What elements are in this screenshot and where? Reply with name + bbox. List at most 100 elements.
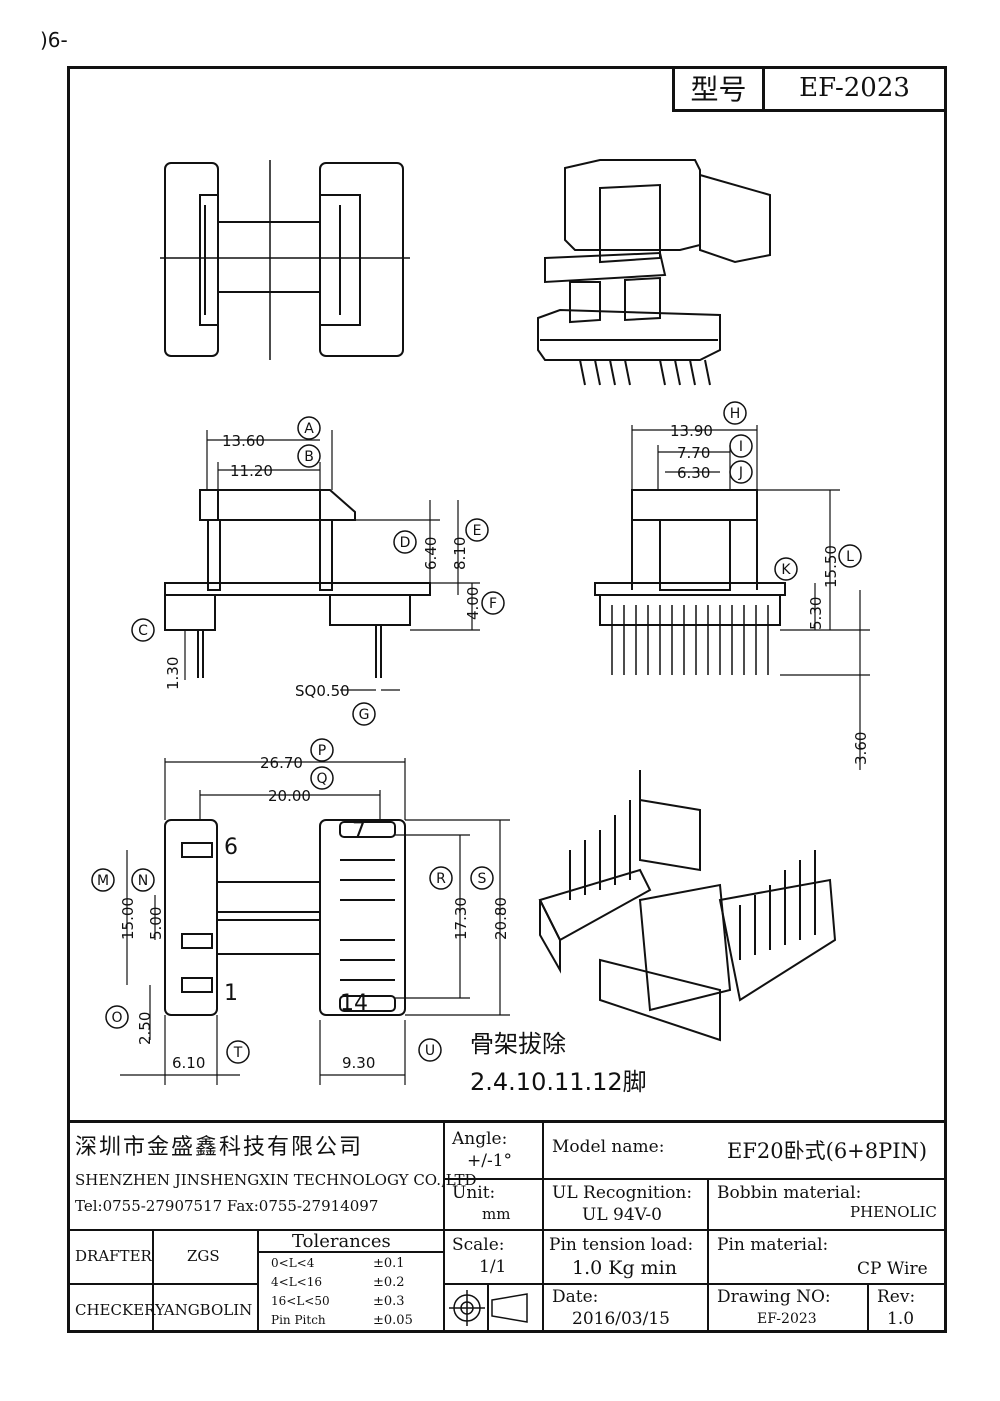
callout-circle-g	[352, 702, 376, 726]
callout-u: U	[425, 1043, 435, 1059]
dim-f-value: 4.00	[464, 587, 482, 620]
company-name-en: SHENZHEN JINSHENGXIN TECHNOLOGY CO.,LTD	[75, 1171, 477, 1189]
dim-bottom-value: 3.60	[852, 732, 870, 765]
callout-circle-i	[729, 434, 753, 458]
callout-circle-p	[310, 738, 334, 762]
date-value: 2016/03/15	[572, 1309, 670, 1329]
model-label: 型号	[675, 66, 765, 109]
callout-s: S	[478, 871, 487, 887]
dim-c-value: 1.30	[164, 657, 182, 690]
dim-d-value: 6.40	[422, 537, 440, 570]
dim-r-value: 17.30	[452, 897, 470, 940]
model-name-value: EF20卧式(6+8PIN)	[727, 1139, 928, 1163]
dim-l-value: 15.50	[822, 545, 840, 588]
rev-label: Rev:	[877, 1287, 916, 1307]
callout-circle-u	[418, 1038, 442, 1062]
callout-circle-m	[91, 868, 115, 892]
title-block: 深圳市金盛鑫科技有限公司 SHENZHEN JINSHENGXIN TECHNO…	[67, 1120, 947, 1333]
callout-l: L	[846, 549, 854, 565]
drafter-value: ZGS	[187, 1247, 220, 1265]
tol-value-3: ±0.05	[373, 1313, 413, 1328]
tol-value-1: ±0.2	[373, 1275, 405, 1290]
callout-b: B	[304, 449, 314, 465]
pin-label-14: 14	[340, 991, 368, 1016]
projection-symbol-icon	[449, 1290, 528, 1326]
angle-label: Angle:	[452, 1129, 508, 1149]
tol-range-1: 4<L<16	[271, 1275, 322, 1289]
dim-p-value: 26.70	[260, 754, 303, 772]
callout-k: K	[781, 562, 791, 578]
isometric-view-top	[537, 159, 771, 386]
dim-m-value: 15.00	[119, 897, 137, 940]
tolerances-title: Tolerances	[292, 1231, 391, 1252]
callout-q: Q	[316, 771, 327, 787]
drawing-no-value: EF-2023	[757, 1311, 817, 1327]
callout-circle-j	[729, 460, 753, 484]
callout-d: D	[400, 535, 411, 551]
callout-t: T	[233, 1045, 243, 1061]
callout-a: A	[304, 421, 314, 437]
pin-tension-value: 1.0 Kg min	[572, 1257, 677, 1279]
rev-value: 1.0	[887, 1309, 915, 1329]
dim-j-value: 6.30	[677, 464, 710, 482]
dim-b-value: 11.20	[230, 462, 273, 480]
bobbin-value: PHENOLIC	[850, 1203, 937, 1221]
callout-circle-h	[723, 401, 747, 425]
isometric-view-bottom	[538, 770, 837, 1042]
callout-m: M	[97, 873, 109, 889]
callout-circle-k	[774, 557, 798, 581]
callout-circle-b	[297, 444, 321, 468]
checker-label: CHECKER	[75, 1301, 156, 1319]
technical-drawing: 13.60 11.20 6.40 8.10 4.00 1.30 SQ0.50 1…	[91, 159, 870, 1096]
pin-label-1: 1	[224, 981, 238, 1006]
pin-label-6: 6	[224, 835, 238, 860]
callout-c: C	[138, 623, 148, 639]
ul-value: UL 94V-0	[582, 1205, 662, 1225]
company-contact: Tel:0755-27907517 Fax:0755-27914097	[75, 1197, 379, 1215]
dim-n-value: 5.00	[147, 907, 165, 940]
callout-j: J	[738, 465, 743, 481]
callout-circle-q	[310, 766, 334, 790]
callout-circle-o	[105, 1005, 129, 1029]
callout-circle-f	[481, 591, 505, 615]
bottom-view	[164, 819, 406, 1016]
dim-h-value: 13.90	[670, 422, 713, 440]
pin-material-value: CP Wire	[857, 1259, 928, 1279]
callout-circle-d	[393, 530, 417, 554]
unit-value: mm	[482, 1205, 511, 1223]
callout-circle-t	[226, 1040, 250, 1064]
side-view	[164, 489, 431, 678]
scale-label: Scale:	[452, 1235, 505, 1255]
dim-a-value: 13.60	[222, 432, 265, 450]
tol-value-2: ±0.3	[373, 1294, 405, 1309]
model-name-label: Model name:	[552, 1137, 665, 1157]
dim-e-value: 8.10	[451, 537, 469, 570]
pin-label-7: 7	[352, 819, 366, 844]
dim-i-value: 7.70	[677, 444, 710, 462]
callout-circle-n	[131, 868, 155, 892]
callout-o: O	[111, 1010, 122, 1026]
dim-g-value: SQ0.50	[295, 682, 350, 700]
model-header-box: 型号 EF-2023	[672, 66, 944, 112]
pin-material-label: Pin material:	[717, 1235, 829, 1255]
tol-range-0: 0<L<4	[271, 1256, 315, 1270]
callout-r: R	[436, 871, 446, 887]
callout-circle-a	[297, 416, 321, 440]
callout-circle-l	[838, 544, 862, 568]
scale-value: 1/1	[479, 1257, 507, 1277]
tol-range-3: Pin Pitch	[271, 1313, 326, 1327]
angle-value: +/-1°	[467, 1151, 513, 1171]
unit-label: Unit:	[452, 1183, 496, 1203]
company-name-cn: 深圳市金盛鑫科技有限公司	[75, 1135, 364, 1160]
callout-n: N	[138, 873, 148, 889]
dim-k-value: 5.30	[807, 597, 825, 630]
callout-circle-c	[131, 618, 155, 642]
model-value: EF-2023	[799, 72, 910, 103]
bobbin-label: Bobbin material:	[717, 1183, 862, 1203]
note-line-2: 2.4.10.11.12脚	[470, 1068, 647, 1096]
callout-e: E	[473, 523, 482, 539]
dim-t-value: 6.10	[172, 1054, 205, 1072]
tol-range-2: 16<L<50	[271, 1294, 330, 1308]
dim-s-value: 20.80	[492, 897, 510, 940]
dim-u-value: 9.30	[342, 1054, 375, 1072]
